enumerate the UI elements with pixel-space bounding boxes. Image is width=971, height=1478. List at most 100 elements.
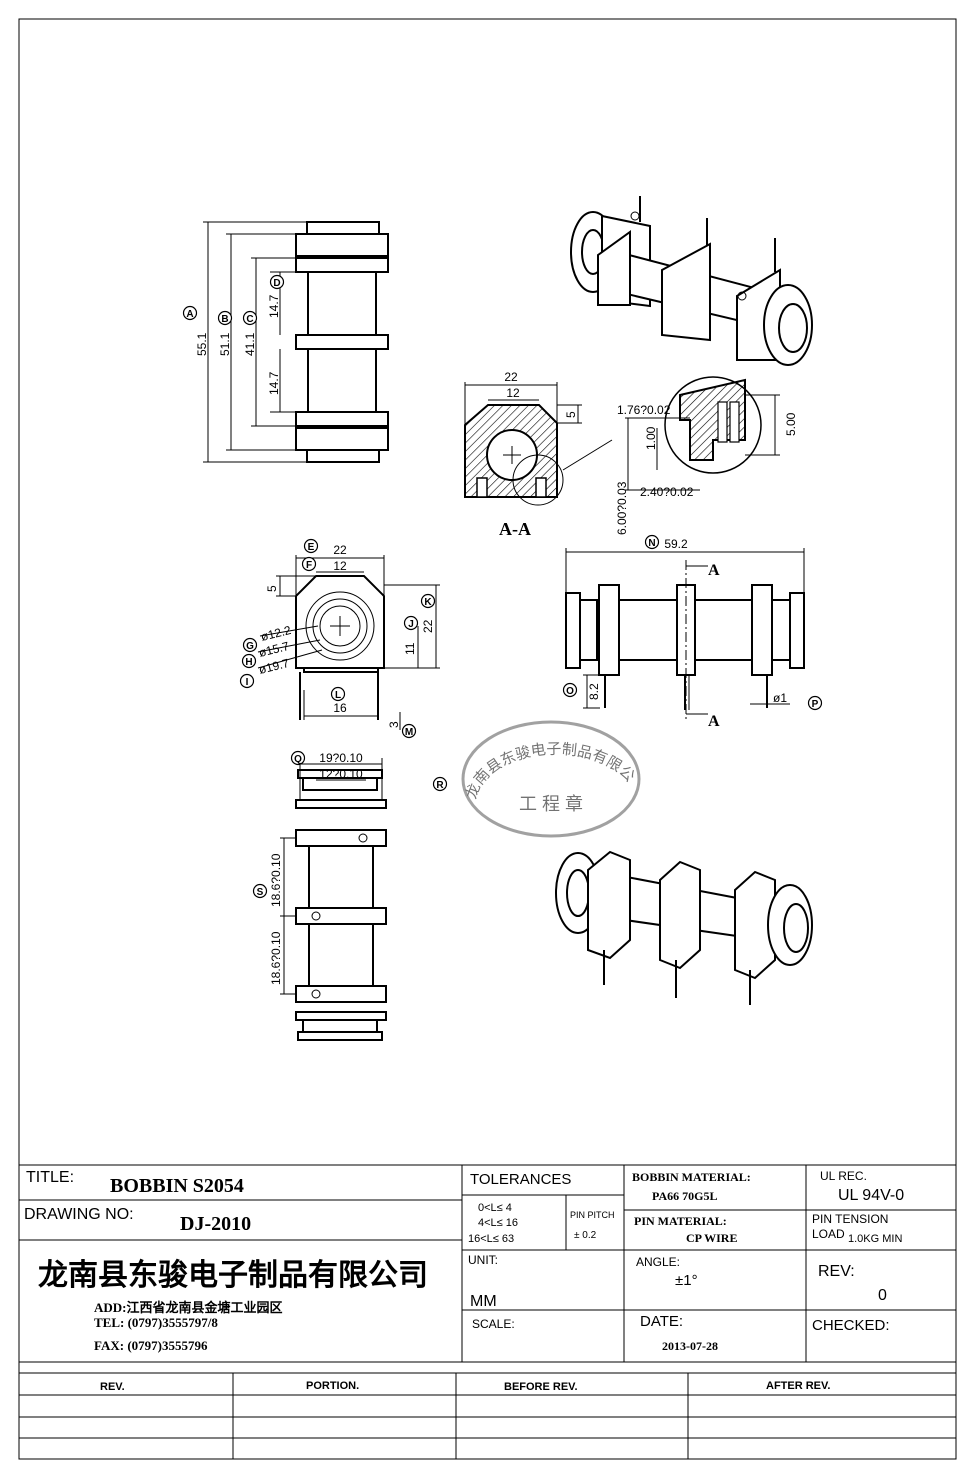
ul-label: UL REC. [820,1169,867,1183]
company-name: 龙南县东骏电子制品有限公司 [38,1258,428,1292]
pin-tension-label: PIN TENSION [812,1212,888,1226]
checked-label: CHECKED: [812,1317,890,1334]
dim-end-base: 16 [333,701,347,715]
dim-bottom-w2: 12?0.10 [319,767,363,781]
company-tel: TEL: (0797)3555797/8 [94,1315,218,1330]
company-fax: FAX: (0797)3555796 [94,1338,208,1353]
dim-section-side: 5 [564,411,578,418]
isometric-view-top [570,196,813,366]
pin-tension-load: LOAD [812,1227,845,1241]
callout-d: D [269,274,285,290]
callout-n: N [644,534,660,550]
callout-m: M [401,723,417,739]
angle-value: ±1° [675,1272,698,1289]
callout-g: G [242,637,258,653]
dim-end-pin-h: 11 [403,642,417,655]
dim-end-height: 22 [421,619,435,633]
dim-front-b: 51.1 [218,332,232,356]
tolerances-label: TOLERANCES [470,1171,571,1188]
section-a-a: 22 12 5 A-A [464,370,613,539]
tol-row-2: 4<L≤ 16 [478,1217,518,1229]
svg-text:H: H [245,657,252,668]
dim-section-width: 22 [504,370,518,384]
dim-detail-a: 1.76?0.02 [617,403,671,417]
rev-label: REV: [818,1263,855,1280]
section-marker-top: A [708,562,720,579]
svg-text:A: A [186,309,193,320]
section-label: A-A [499,519,531,539]
end-view: 22 12 5 22 11 16 3 ø12.2 ø15.7 ø19.7 E F… [239,538,440,739]
date-label: DATE: [640,1313,683,1330]
dim-front-a: 55.1 [195,332,209,356]
dim-bottom-p2: 18.6?0.10 [269,931,283,985]
date-value: 2013-07-28 [662,1339,718,1353]
bobbin-material-label: BOBBIN MATERIAL: [632,1170,751,1184]
callout-p: P [807,695,823,711]
svg-text:Q: Q [294,754,302,765]
dim-end-pin-len: 3 [387,721,401,728]
stamp-center-text: 工 程 章 [519,794,583,814]
angle-label: ANGLE: [636,1255,680,1269]
svg-text:E: E [308,542,315,553]
callout-j: J [403,615,419,631]
company-address: ADD:江西省龙南县金塘工业园区 [94,1300,283,1315]
dim-bottom-p1: 18.6?0.10 [269,853,283,907]
svg-text:G: G [246,641,254,652]
dim-front-d-upper: 14.7 [267,294,281,318]
callout-b: B [217,310,233,326]
tol-row-3: 16<L≤ 63 [468,1233,514,1245]
dim-side-length: 59.2 [664,537,688,551]
scale-label: SCALE: [472,1317,515,1331]
svg-text:P: P [812,699,819,710]
isometric-view-bottom [555,850,813,1005]
revision-table: REV. PORTION. BEFORE REV. AFTER REV. [18,1372,957,1460]
callout-a: A [182,305,198,321]
pin-pitch-value: ± 0.2 [574,1230,597,1241]
section-marker-bottom: A [708,713,720,730]
before-rev-header: BEFORE REV. [504,1381,578,1393]
dim-detail-b: 1.00 [644,426,658,450]
callout-k: K [420,593,436,609]
pin-material-label: PIN MATERIAL: [634,1214,727,1228]
dim-front-d-lower: 14.7 [267,371,281,395]
title-label: TITLE: [26,1169,74,1186]
svg-text:K: K [424,597,432,608]
svg-text:R: R [436,780,444,791]
side-view: 59.2 A A 8.2 ø1 N O P [562,534,823,730]
dim-detail-e: 6.00?0.03 [615,481,629,535]
callout-f: F [301,556,317,572]
svg-text:M: M [405,727,413,738]
pin-tension-value: 1.0KG MIN [848,1233,902,1245]
portion-header: PORTION. [306,1380,359,1392]
svg-text:D: D [273,278,280,289]
dim-detail-c: 2.40?0.02 [640,485,694,499]
dim-bottom-w1: 19?0.10 [319,751,363,765]
callout-e: E [303,538,319,554]
svg-text:C: C [246,314,253,325]
front-view: 55.1 51.1 41.1 14.7 14.7 A B C D [182,221,389,463]
dim-end-inner: 12 [333,559,347,573]
svg-text:L: L [335,690,341,701]
unit-label: UNIT: [468,1253,498,1267]
callout-i: I [239,673,255,689]
callout-o: O [562,682,578,698]
bottom-view: 19?0.10 12?0.10 18.6?0.10 18.6?0.10 Q R … [252,750,448,1041]
detail-view: 1.76?0.02 1.00 2.40?0.02 5.00 6.00?0.03 [615,376,798,535]
svg-text:N: N [648,538,655,549]
callout-r: R [432,776,448,792]
unit-value: MM [470,1293,497,1310]
callout-q: Q [290,750,306,766]
svg-text:S: S [257,887,264,898]
title-block: TITLE: BOBBIN S2054 DRAWING NO: DJ-2010 … [18,1164,957,1363]
rev-value: 0 [878,1287,887,1304]
ul-value: UL 94V-0 [838,1187,904,1204]
callout-h: H [241,653,257,669]
drawing-no-value: DJ-2010 [180,1213,251,1235]
bobbin-material-value: PA66 70G5L [652,1189,717,1203]
dim-front-c: 41.1 [243,332,257,356]
dim-side-pin-dia: ø1 [773,691,787,705]
tol-row-1: 0<L≤ 4 [478,1202,512,1214]
pin-pitch-label: PIN PITCH [570,1210,615,1220]
